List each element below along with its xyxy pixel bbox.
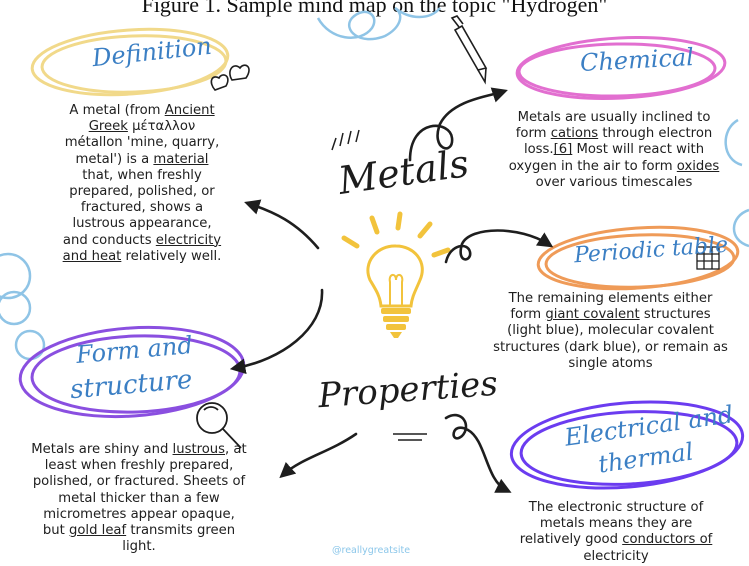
underlined-term: Ancient bbox=[164, 103, 215, 118]
arrow-to-form-text bbox=[279, 432, 358, 479]
form-line: polished, or fractured. Sheets of bbox=[32, 474, 246, 490]
underlined-term: gold leaf bbox=[68, 523, 127, 539]
hearts-icon bbox=[210, 64, 250, 91]
chemical-line: Metals are usually inclined to bbox=[517, 110, 711, 125]
right-blue-swirl bbox=[724, 118, 749, 248]
definition-ellipse bbox=[30, 27, 230, 97]
underlined-term: material bbox=[153, 151, 209, 167]
definition-line: metal') is a material bbox=[75, 151, 209, 167]
underlined-term: conductors of bbox=[622, 532, 713, 548]
periodic-line: form giant covalent structures bbox=[510, 307, 711, 323]
periodic-line: (light blue), molecular covalent bbox=[507, 323, 714, 339]
left-blue-circles bbox=[0, 252, 46, 361]
arrow-to-form bbox=[229, 288, 324, 374]
arrow-to-chemical bbox=[408, 87, 508, 162]
properties-underline bbox=[393, 433, 427, 441]
underlined-term: giant covalent bbox=[545, 307, 640, 323]
definition-line: lustrous appearance, bbox=[72, 216, 212, 232]
underlined-term: electricity bbox=[155, 232, 222, 248]
periodic-ellipse bbox=[536, 225, 740, 291]
electrical-line: metals means they are bbox=[539, 516, 693, 532]
electrical-line: relatively good conductors of bbox=[519, 532, 713, 548]
definition-line: prepared, polished, or bbox=[69, 184, 215, 200]
form-line: metal thicker than a few bbox=[58, 490, 220, 506]
definition-line: fractured, shows a bbox=[80, 200, 204, 216]
underlined-term: and heat bbox=[62, 248, 122, 264]
chemical-line: over various timescales bbox=[535, 174, 693, 190]
definition-line: A metal (from Ancient bbox=[69, 103, 215, 118]
periodic-line: structures (dark blue), or remain as bbox=[493, 339, 728, 355]
definition-line: and heat relatively well. bbox=[62, 248, 222, 264]
form-line: least when freshly prepared, bbox=[44, 458, 234, 474]
arrow-to-periodic bbox=[444, 229, 554, 264]
electrical-line: The electronic structure of bbox=[528, 500, 704, 515]
footer-credit: @reallygreatsite bbox=[332, 545, 411, 556]
magnifier-icon bbox=[196, 402, 242, 449]
metals-marks bbox=[331, 129, 360, 151]
chemical-line: loss.[6] Most will react with bbox=[523, 142, 705, 158]
arrow-to-electrical bbox=[444, 413, 512, 493]
electrical-line: electricity bbox=[583, 548, 649, 564]
underlined-term: oxides bbox=[676, 158, 720, 174]
definition-line: that, when freshly bbox=[82, 167, 202, 183]
form-line: but gold leaf transmits green bbox=[42, 523, 236, 539]
form-line: micrometres appear opaque, bbox=[43, 506, 235, 522]
top-blue-swirl bbox=[316, 6, 441, 41]
electrical-ellipse bbox=[509, 400, 745, 490]
periodic-line: single atoms bbox=[568, 355, 653, 371]
pencil-icon bbox=[450, 15, 488, 85]
form-line: Metals are shiny and lustrous, at bbox=[31, 442, 247, 457]
lightbulb-icon bbox=[341, 211, 451, 338]
arrow-to-definition bbox=[244, 199, 320, 250]
underlined-term: Greek bbox=[88, 119, 128, 135]
periodic-line: The remaining elements either bbox=[508, 291, 713, 306]
form-line: light. bbox=[122, 539, 156, 555]
chemical-ellipse bbox=[515, 36, 727, 100]
chemical-title: Chemical bbox=[579, 43, 695, 77]
underlined-term: lustrous bbox=[172, 442, 226, 457]
figure-caption: Figure 1. Sample mind map on the topic "… bbox=[141, 0, 608, 17]
definition-line: and conducts electricity bbox=[62, 232, 222, 248]
chemical-line: form cations through electron bbox=[515, 126, 713, 142]
connector-arrows bbox=[229, 87, 554, 493]
underlined-term: [6] bbox=[553, 142, 573, 158]
definition-line: métallon 'mine, quarry, bbox=[64, 135, 220, 151]
chemical-line: oxygen in the air to form oxides bbox=[508, 158, 720, 174]
definition-line: Greek μέταλλον bbox=[88, 119, 196, 135]
periodic-table-icon bbox=[696, 246, 720, 270]
underlined-term: cations bbox=[550, 126, 599, 142]
